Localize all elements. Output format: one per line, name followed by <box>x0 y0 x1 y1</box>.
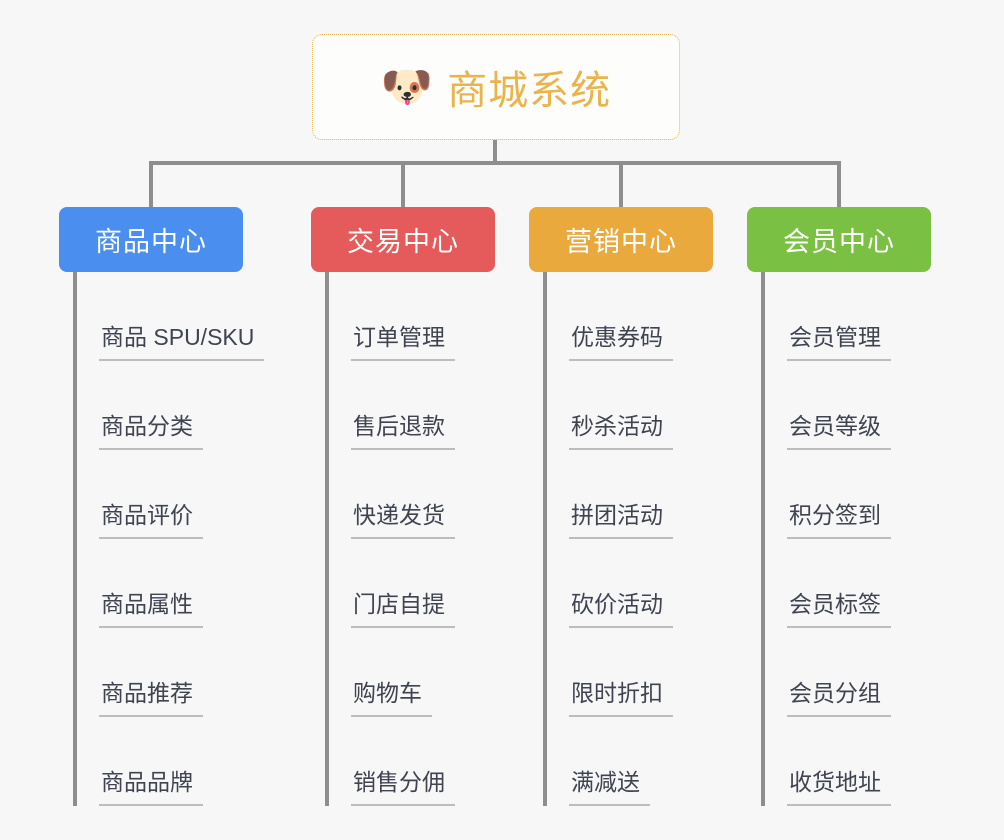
leaf-label: 积分签到 <box>787 501 891 539</box>
connector-horizontal-bar <box>149 161 841 165</box>
leaf-item[interactable]: 秒杀活动 <box>547 361 713 450</box>
leaf-list-1: 商品 SPU/SKU 商品分类 商品评价 商品属性 商品推荐 商品品牌 <box>73 272 265 806</box>
leaf-label: 满减送 <box>569 768 650 806</box>
leaf-label: 会员等级 <box>787 412 891 450</box>
leaf-label: 快递发货 <box>351 501 455 539</box>
category-header-3-label: 营销中心 <box>565 227 677 257</box>
leaf-label: 秒杀活动 <box>569 412 673 450</box>
leaf-label: 购物车 <box>351 679 432 717</box>
leaf-label: 商品 SPU/SKU <box>99 323 265 361</box>
leaf-item[interactable]: 商品属性 <box>77 539 243 628</box>
leaf-label: 门店自提 <box>351 590 455 628</box>
connector-drop-3 <box>619 161 623 209</box>
leaf-list-4: 会员管理 会员等级 积分签到 会员标签 会员分组 收货地址 <box>761 272 931 806</box>
leaf-label: 限时折扣 <box>569 679 673 717</box>
leaf-list-3: 优惠券码 秒杀活动 拼团活动 砍价活动 限时折扣 满减送 <box>543 272 713 806</box>
leaf-label: 砍价活动 <box>569 590 673 628</box>
leaf-item[interactable]: 收货地址 <box>765 717 931 806</box>
leaf-item[interactable]: 门店自提 <box>329 539 495 628</box>
leaf-item[interactable]: 商品 SPU/SKU <box>77 272 265 361</box>
leaf-label: 订单管理 <box>351 323 455 361</box>
leaf-item[interactable]: 商品品牌 <box>77 717 243 806</box>
category-header-3[interactable]: 营销中心 <box>529 207 713 272</box>
branch-column-3: 营销中心 优惠券码 秒杀活动 拼团活动 砍价活动 限时折扣 满减送 <box>529 207 713 806</box>
leaf-label: 商品属性 <box>99 590 203 628</box>
connector-drop-4 <box>837 161 841 209</box>
root-node-shop-system[interactable]: 🐶 商城系统 <box>312 34 680 140</box>
leaf-item[interactable]: 售后退款 <box>329 361 495 450</box>
leaf-item[interactable]: 会员标签 <box>765 539 931 628</box>
leaf-item[interactable]: 商品评价 <box>77 450 243 539</box>
leaf-item[interactable]: 砍价活动 <box>547 539 713 628</box>
leaf-item[interactable]: 限时折扣 <box>547 628 713 717</box>
leaf-item[interactable]: 快递发货 <box>329 450 495 539</box>
leaf-item[interactable]: 购物车 <box>329 628 495 717</box>
branch-column-4: 会员中心 会员管理 会员等级 积分签到 会员标签 会员分组 收货地址 <box>747 207 931 806</box>
category-header-1-label: 商品中心 <box>95 227 207 257</box>
leaf-item[interactable]: 订单管理 <box>329 272 495 361</box>
category-header-2-label: 交易中心 <box>347 227 459 257</box>
leaf-label: 会员管理 <box>787 323 891 361</box>
leaf-label: 收货地址 <box>787 768 891 806</box>
leaf-label: 会员标签 <box>787 590 891 628</box>
leaf-item[interactable]: 商品分类 <box>77 361 243 450</box>
leaf-item[interactable]: 会员等级 <box>765 361 931 450</box>
leaf-label: 商品评价 <box>99 501 203 539</box>
category-header-4-label: 会员中心 <box>783 227 895 257</box>
shiba-dog-face-icon: 🐶 <box>380 63 434 110</box>
connector-drop-1 <box>149 161 153 209</box>
leaf-label: 销售分佣 <box>351 768 455 806</box>
leaf-label: 拼团活动 <box>569 501 673 539</box>
leaf-label: 商品分类 <box>99 412 203 450</box>
leaf-item[interactable]: 拼团活动 <box>547 450 713 539</box>
leaf-item[interactable]: 积分签到 <box>765 450 931 539</box>
branch-column-2: 交易中心 订单管理 售后退款 快递发货 门店自提 购物车 销售分佣 <box>311 207 495 806</box>
leaf-item[interactable]: 会员分组 <box>765 628 931 717</box>
leaf-label: 商品品牌 <box>99 768 203 806</box>
category-header-2[interactable]: 交易中心 <box>311 207 495 272</box>
leaf-item[interactable]: 满减送 <box>547 717 713 806</box>
leaf-item[interactable]: 销售分佣 <box>329 717 495 806</box>
leaf-item[interactable]: 会员管理 <box>765 272 931 361</box>
category-header-4[interactable]: 会员中心 <box>747 207 931 272</box>
leaf-label: 优惠券码 <box>569 323 673 361</box>
leaf-label: 会员分组 <box>787 679 891 717</box>
connector-root-stub <box>493 140 497 164</box>
leaf-item[interactable]: 商品推荐 <box>77 628 243 717</box>
connector-drop-2 <box>401 161 405 209</box>
leaf-item[interactable]: 优惠券码 <box>547 272 713 361</box>
category-header-1[interactable]: 商品中心 <box>59 207 243 272</box>
branch-column-1: 商品中心 商品 SPU/SKU 商品分类 商品评价 商品属性 商品推荐 商品品牌 <box>59 207 265 806</box>
root-title: 商城系统 <box>447 69 612 113</box>
leaf-list-2: 订单管理 售后退款 快递发货 门店自提 购物车 销售分佣 <box>325 272 495 806</box>
leaf-label: 售后退款 <box>351 412 455 450</box>
leaf-label: 商品推荐 <box>99 679 203 717</box>
